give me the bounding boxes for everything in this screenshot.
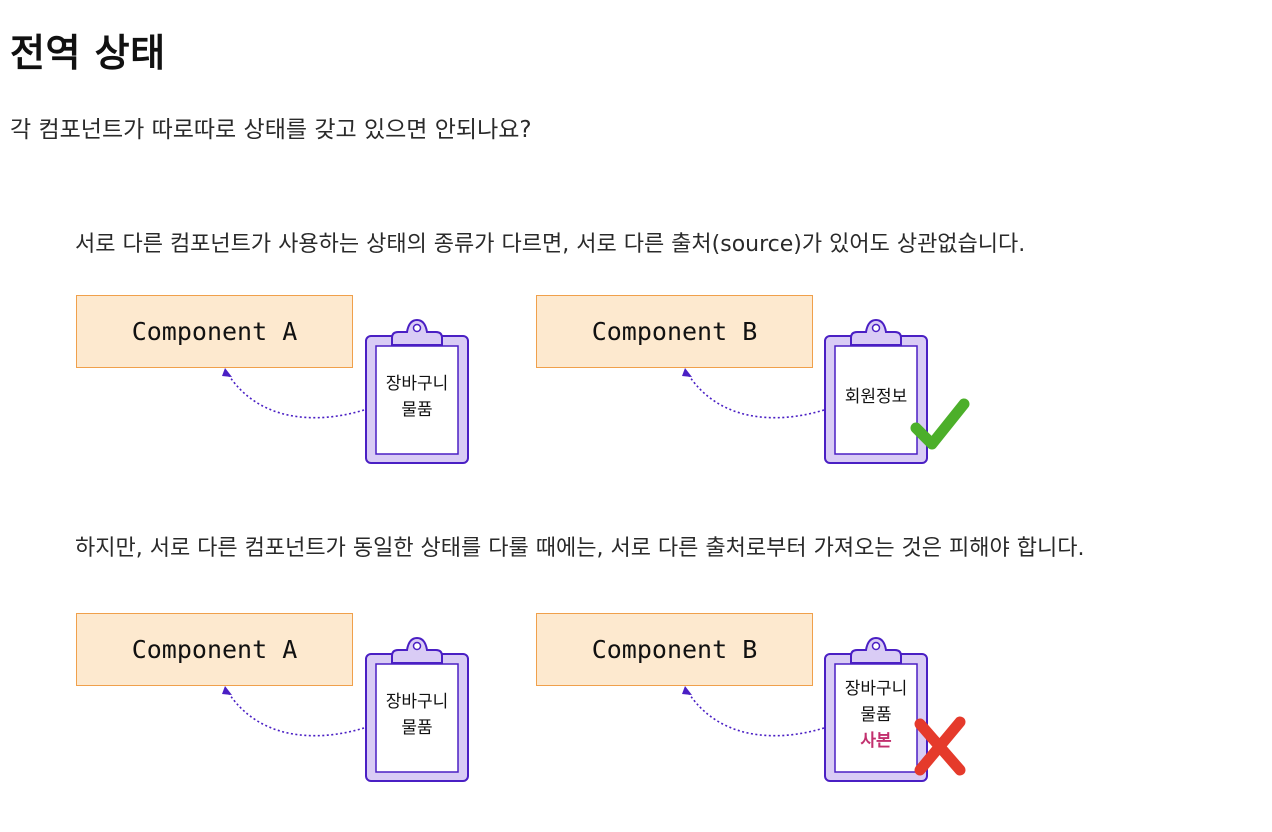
section1-right-clipboard: 회원정보 [822, 316, 930, 466]
section1-left-clipboard: 장바구니 물품 [363, 316, 471, 466]
page-title: 전역 상태 [10, 31, 166, 75]
section2-description: 하지만, 서로 다른 컴포넌트가 동일한 상태를 다룰 때에는, 서로 다른 출… [75, 536, 1085, 561]
clip-line: 장바구니 [844, 679, 908, 699]
clip-line: 장바구니 [385, 374, 449, 394]
clipboard-icon [365, 318, 469, 464]
clip-line: 물품 [860, 705, 892, 725]
section2-left-arrow [222, 686, 365, 737]
copy-label: 사본 [860, 731, 892, 751]
check-icon [910, 398, 970, 450]
section1-right-arrow [682, 368, 825, 419]
section2-component-a: Component A [76, 613, 353, 686]
clipboard-icon [365, 636, 469, 782]
clip-line: 물품 [401, 400, 433, 420]
x-icon [914, 716, 966, 776]
clipboard-icon [824, 318, 928, 464]
section2-right-clipboard: 장바구니 물품 사본 [822, 634, 930, 784]
clip-line: 장바구니 [385, 692, 449, 712]
section1-left-arrow [222, 368, 365, 419]
clip-line: 회원정보 [844, 387, 908, 407]
subtitle: 각 컴포넌트가 따로따로 상태를 갖고 있으면 안되나요? [10, 117, 532, 143]
section1-description: 서로 다른 컴포넌트가 사용하는 상태의 종류가 다르면, 서로 다른 출처(s… [75, 232, 1026, 257]
section1-component-b: Component B [536, 295, 813, 368]
clipboard-icon [824, 636, 928, 782]
section2-left-clipboard: 장바구니 물품 [363, 634, 471, 784]
section2-component-b: Component B [536, 613, 813, 686]
section1-component-a: Component A [76, 295, 353, 368]
section2-right-arrow [682, 686, 825, 737]
clip-line: 물품 [401, 718, 433, 738]
